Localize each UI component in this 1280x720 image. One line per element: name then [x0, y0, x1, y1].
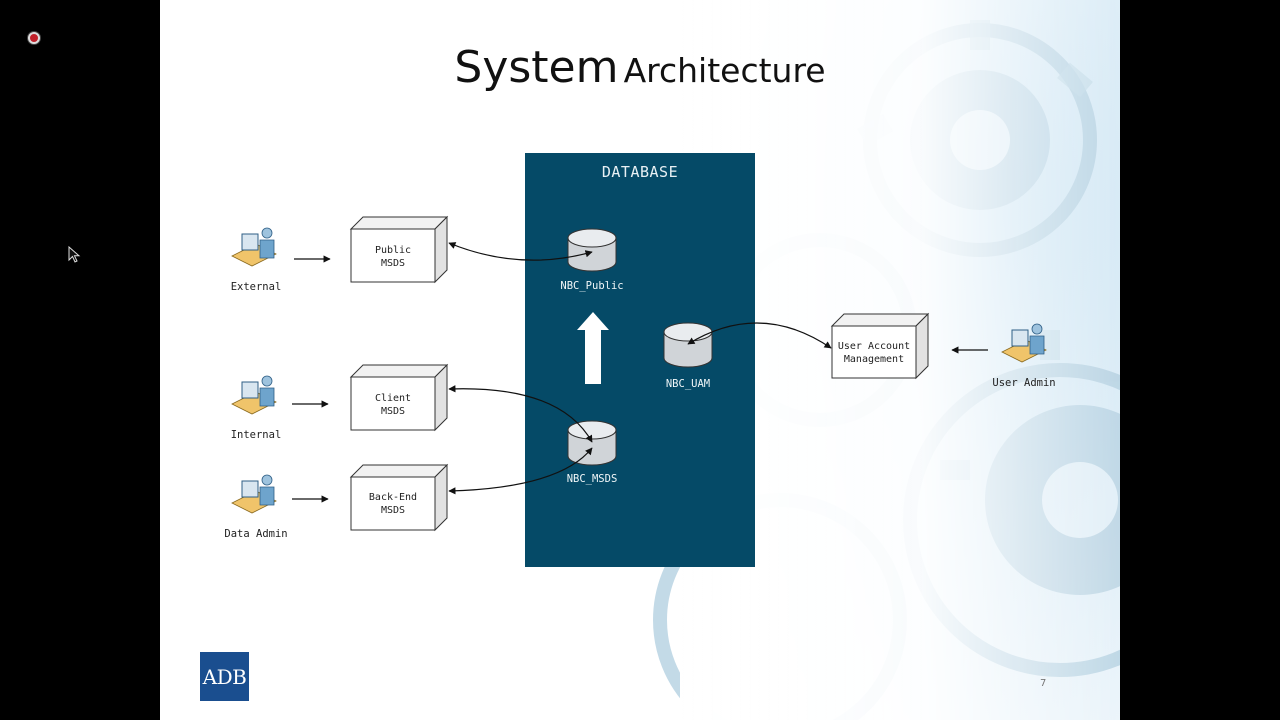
database-cylinder-icon [567, 420, 617, 466]
database-panel: DATABASE [525, 153, 755, 567]
mouse-cursor-icon [68, 246, 81, 263]
client-msds-label: Client MSDS [374, 393, 412, 417]
page-number: 7 [1040, 678, 1047, 689]
title-rest: Architecture [623, 51, 826, 90]
user-at-computer-icon [231, 375, 277, 415]
up-arrow-icon [577, 312, 609, 384]
user-at-computer-icon [231, 227, 277, 267]
actor-external: External [230, 281, 282, 293]
db-node-nbc-msds: NBC_MSDS [566, 473, 618, 485]
architecture-diagram [231, 215, 1047, 532]
user-at-computer-icon [231, 474, 277, 514]
recording-dot-icon [28, 32, 40, 44]
backend-msds-box [349, 463, 449, 532]
database-title: DATABASE [601, 163, 679, 181]
slide-title: System Architecture [160, 42, 1120, 93]
actor-data-admin: Data Admin [224, 528, 288, 540]
actor-user-admin: User Admin [992, 377, 1056, 389]
title-main: System [454, 42, 619, 93]
database-cylinder-icon [663, 322, 713, 368]
db-node-nbc-uam: NBC_UAM [665, 378, 711, 390]
user-account-management-box [830, 312, 930, 380]
actor-internal: Internal [230, 429, 282, 441]
user-at-computer-icon [1001, 323, 1047, 363]
db-node-nbc-public: NBC_Public [560, 280, 624, 292]
uam-label: User Account Management [837, 341, 911, 365]
public-msds-box [349, 215, 449, 284]
backend-msds-label: Back-End MSDS [368, 492, 418, 516]
public-msds-label: Public MSDS [374, 245, 412, 269]
slide: System Architecture DATABASE [160, 0, 1120, 720]
client-msds-box [349, 363, 449, 432]
database-cylinder-icon [567, 228, 617, 272]
adb-logo: ADB [200, 652, 249, 701]
